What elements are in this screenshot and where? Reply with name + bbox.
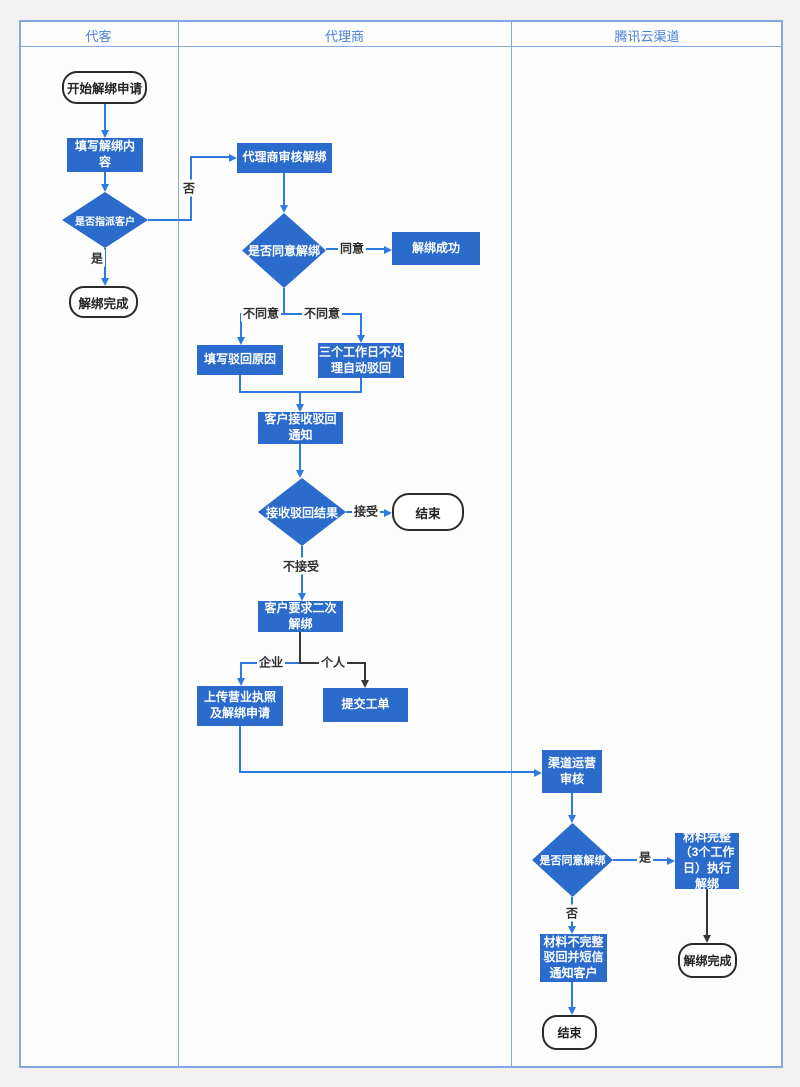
edge-label-yes-2: 是 (636, 848, 654, 866)
arrowhead (534, 769, 542, 777)
connector-upload-down (239, 726, 241, 773)
arrowhead (361, 680, 369, 688)
lane-title-tencent-channel: 腾讯云渠道 (614, 29, 680, 44)
arrowhead (101, 130, 109, 138)
edge-label-enterprise: 企业 (256, 653, 286, 671)
edge-label-not-accept: 不接受 (280, 557, 322, 575)
swimlane-table (19, 20, 783, 1068)
connector-disagree-left (240, 313, 242, 337)
connector-autoreject-down (360, 378, 362, 393)
connector-agree1-down (283, 288, 285, 315)
edge-label-accept: 接受 (351, 502, 381, 520)
lane-divider-1 (178, 20, 179, 1068)
arrowhead (703, 935, 711, 943)
connector-disagree-right (360, 313, 362, 335)
connector-personal-v (364, 662, 366, 680)
arrowhead (237, 678, 245, 686)
arrowhead (229, 154, 237, 162)
edge-label-no: 否 (180, 179, 198, 197)
edge-label-no-2: 否 (563, 904, 581, 922)
arrowhead (568, 1007, 576, 1015)
connector-to-channel-review (239, 771, 534, 773)
arrowhead (568, 926, 576, 934)
node-end-1: 结束 (392, 493, 464, 531)
node-customer-receive-reject-notice: 客户接收驳回 通知 (258, 412, 343, 444)
edge-label-disagree-right: 不同意 (301, 304, 343, 322)
node-end-2: 结束 (542, 1015, 597, 1050)
node-unbind-complete-2: 解绑完成 (678, 943, 737, 978)
arrowhead (101, 184, 109, 192)
lane-divider-2 (511, 20, 512, 1068)
edge-label-yes: 是 (88, 249, 106, 267)
arrowhead (298, 593, 306, 601)
arrowhead (101, 278, 109, 286)
node-upload-business-license: 上传营业执照 及解绑申请 (197, 686, 283, 726)
connector-fill-to-assign (104, 172, 106, 184)
node-channel-operation-review: 渠道运营 审核 (542, 750, 602, 793)
node-material-incomplete-reject-sms: 材料不完整 驳回并短信 通知客户 (540, 934, 607, 982)
connector-second-down (299, 632, 301, 663)
node-start: 开始解绑申请 (62, 71, 147, 104)
node-unbind-complete-1: 解绑完成 (69, 286, 138, 318)
connector-enterprise-v (240, 662, 242, 678)
arrowhead (296, 404, 304, 412)
connector-start-to-fill (104, 104, 106, 130)
connector-incomplete-to-end (571, 982, 573, 1007)
arrowhead (568, 815, 576, 823)
node-auto-reject-3-days: 三个工作日不处 理自动驳回 (318, 343, 404, 378)
arrowhead (237, 337, 245, 345)
connector-assign-no-h2 (190, 156, 229, 158)
node-second-unbind-request: 客户要求二次 解绑 (258, 601, 343, 632)
header-divider (19, 46, 783, 47)
node-material-complete-execute: 材料完整 （3个工作 日）执行 解绑 (675, 830, 739, 891)
arrowhead (667, 857, 675, 865)
connector-assign-no-h1 (148, 219, 192, 221)
node-fill-reject-reason: 填写驳回原因 (197, 345, 283, 375)
lane-title-agent: 代理商 (324, 29, 364, 44)
node-fill-unbind-content: 填写解绑内 容 (67, 138, 143, 172)
lane-title-customer: 代客 (85, 29, 112, 44)
edge-label-agree: 同意 (337, 239, 367, 257)
arrowhead (384, 246, 392, 254)
node-unbind-success: 解绑成功 (392, 232, 480, 265)
connector-merge-down (299, 391, 301, 404)
arrowhead (280, 205, 288, 213)
node-submit-ticket: 提交工单 (323, 688, 408, 722)
arrowhead (296, 470, 304, 478)
arrowhead (357, 335, 365, 343)
connector-notice-to-result (299, 444, 301, 470)
connector-disagree-split (240, 313, 362, 315)
connector-reason-down (239, 375, 241, 393)
node-agent-review-unbind: 代理商审核解绑 (237, 143, 332, 173)
connector-review-to-agree2 (571, 793, 573, 815)
arrowhead (384, 509, 392, 517)
edge-label-disagree-left: 不同意 (240, 304, 282, 322)
connector-review-to-agree1 (283, 173, 285, 205)
connector-execute-to-done (706, 889, 708, 935)
edge-label-personal: 个人 (318, 653, 348, 671)
